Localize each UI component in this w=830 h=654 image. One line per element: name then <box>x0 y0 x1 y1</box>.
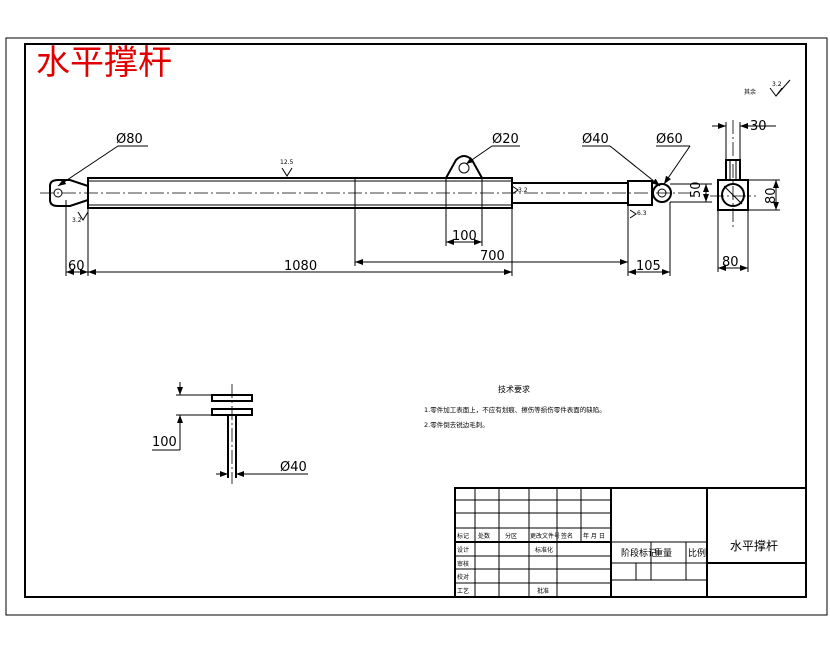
outer-frame <box>5 37 828 616</box>
title-block: 标记 处数 分区 更改文件号 签名 年 月 日 设计 标准化 审核 校对 工艺 … <box>454 487 807 598</box>
tb-label-count: 处数 <box>478 532 490 540</box>
dim-d20: Ø20 <box>492 132 519 147</box>
roughness-note: 其余 <box>744 88 756 96</box>
side-view: 30 80 80 <box>710 119 780 272</box>
tb-approve: 批准 <box>537 587 549 595</box>
tb-label-zone: 分区 <box>505 532 517 540</box>
roughness-value: 3.2 <box>772 81 782 88</box>
tb-weight: 重量 <box>654 547 672 559</box>
tb-label-sign: 签名 <box>561 532 573 540</box>
main-view: 12.5 3.2 6.3 3.2 Ø80 Ø20 Ø40 Ø60 50 <box>40 132 712 276</box>
dim-l700: 700 <box>480 249 505 264</box>
middle-lug <box>445 155 483 179</box>
dim-d60: Ø60 <box>656 132 683 147</box>
dim-l100: 100 <box>452 229 477 244</box>
pin-head-top <box>211 394 253 402</box>
side-square <box>717 179 749 211</box>
dim-d80: Ø80 <box>116 132 143 147</box>
dim-h50: 50 <box>689 181 704 198</box>
general-roughness: 其余 3.2 <box>744 79 791 97</box>
tech-title: 技术要求 <box>498 384 530 394</box>
dim-h80-side: 80 <box>764 187 779 204</box>
tb-label-date: 年 月 日 <box>583 532 605 540</box>
dim-d40-lower: Ø40 <box>280 460 307 475</box>
roughness-tube: 12.5 <box>280 159 294 166</box>
dim-l60: 60 <box>68 259 85 274</box>
dim-l1080: 1080 <box>284 259 317 274</box>
dim-l100-lower: 100 <box>152 435 177 450</box>
roughness-clevis: 3.2 <box>72 217 82 224</box>
header-title: 水平撑杆 <box>36 43 172 83</box>
tech-item-1: 1.零件加工表面上，不应有划痕、擦伤等损伤零件表面的缺陷。 <box>424 405 606 414</box>
inner-frame <box>24 43 807 598</box>
side-lug <box>725 159 741 180</box>
roughness-end: 6.3 <box>637 210 647 217</box>
end-eye <box>652 183 672 203</box>
tb-label-mark: 标记 <box>457 532 469 540</box>
dim-w80-side: 80 <box>722 255 739 270</box>
tb-review: 审核 <box>457 560 469 568</box>
tb-std: 标准化 <box>535 546 553 554</box>
tb-process: 工艺 <box>457 587 469 595</box>
dim-w30: 30 <box>750 119 767 134</box>
tb-label-docno: 更改文件号 <box>530 532 560 540</box>
pin-detail-view: 100 Ø40 <box>152 382 308 484</box>
tb-design: 设计 <box>457 546 469 554</box>
roughness-rod: 3.2 <box>518 187 528 194</box>
tb-part-name: 水平撑杆 <box>730 538 778 553</box>
tech-requirements: 技术要求 1.零件加工表面上，不应有划痕、擦伤等损伤零件表面的缺陷。 2.零件倒… <box>424 384 606 429</box>
dim-l105: 105 <box>636 259 661 274</box>
dim-d40: Ø40 <box>582 132 609 147</box>
tech-item-2: 2.零件倒去锐边毛刺。 <box>424 420 489 429</box>
tb-stage: 阶段标记 <box>621 547 657 559</box>
tb-scale: 比例 <box>688 547 706 559</box>
pin-head-bottom <box>211 408 253 416</box>
tb-check: 校对 <box>457 573 469 581</box>
